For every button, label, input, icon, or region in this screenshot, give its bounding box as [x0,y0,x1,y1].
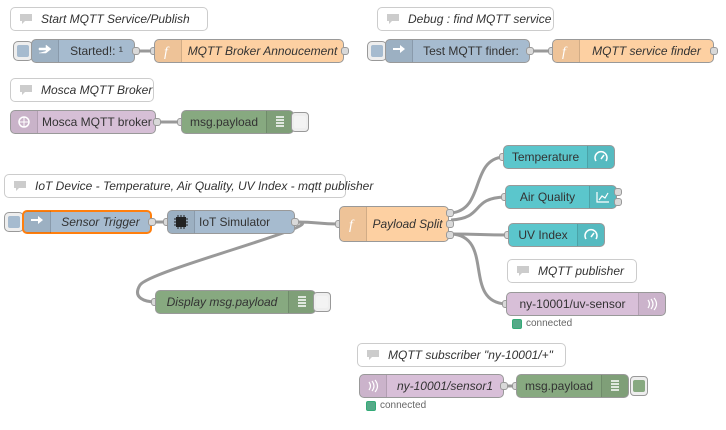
function-icon: f [155,40,182,62]
chip-icon [168,211,195,233]
comment-iot-device[interactable]: IoT Device - Temperature, Air Quality, U… [4,174,373,198]
wire-sim-to-split [295,220,340,226]
output-port-2[interactable] [446,220,454,228]
debug-node-display-payload[interactable]: Display msg.payload [155,290,316,314]
comment-icon [358,343,388,367]
status-dot-icon [512,318,522,329]
mqtt-signal-icon [638,293,665,315]
output-port[interactable] [341,47,349,55]
gauge-node-temperature[interactable]: Temperature [503,145,615,169]
comment-text: Mosca MQTT Broker [41,83,153,97]
debug-toggle-button[interactable] [291,112,309,132]
node-label: Started!: ¹ [70,44,123,58]
svg-text:f: f [562,45,568,59]
status-connected: connected [366,400,426,411]
status-dot-icon [366,400,376,411]
status-text: connected [380,400,427,411]
status-text: connected [526,318,573,329]
comment-icon [378,7,408,31]
gauge-icon [577,224,604,246]
debug-list-icon [601,375,628,397]
comment-icon [508,259,538,283]
mosca-broker-node[interactable]: Mosca MQTT broker [10,110,156,134]
arrow-in-icon [386,40,413,62]
comment-text: MQTT subscriber "ny-10001/+" [388,348,553,362]
arrow-in-icon [24,211,51,233]
wire-split-to-mqtt [450,232,507,306]
svg-text:f: f [164,45,170,59]
chart-node-air-quality[interactable]: Air Quality [505,185,617,209]
node-label: Mosca MQTT broker [42,115,152,129]
wire-split-to-temperature [450,155,504,215]
chart-icon [589,186,616,208]
inject-button[interactable] [367,41,387,61]
node-label: IoT Simulator [199,215,271,229]
inject-node-test-finder[interactable]: Test MQTT finder: [385,39,530,63]
output-port[interactable] [710,47,718,55]
node-label: MQTT service finder [592,44,701,58]
node-label: ny-10001/sensor1 [396,379,494,393]
status-connected: connected [512,318,572,329]
comment-mqtt-publisher[interactable]: MQTT publisher [507,259,637,283]
output-port[interactable] [132,47,140,55]
inject-node-started[interactable]: Started!: ¹ [31,39,135,63]
comment-mosca[interactable]: Mosca MQTT Broker [10,78,154,102]
output-port[interactable] [291,218,299,226]
debug-toggle-button[interactable] [630,376,648,396]
function-node-payload-split[interactable]: f Payload Split [339,206,449,242]
output-port-1[interactable] [446,209,454,217]
comment-text: Debug : find MQTT service [408,12,552,26]
output-port[interactable] [500,382,508,390]
comment-text: IoT Device - Temperature, Air Quality, U… [35,179,374,193]
output-port[interactable] [526,47,534,55]
comment-text: MQTT publisher [538,264,625,278]
mqtt-in-node[interactable]: ny-10001/sensor1 [359,374,504,398]
node-label: msg.payload [189,115,259,129]
comment-start-mqtt[interactable]: Start MQTT Service/Publish [10,7,208,31]
comment-icon [11,78,41,102]
function-node-broker-announcement[interactable]: f MQTT Broker Annoucement [154,39,344,63]
node-label: Air Quality [519,190,576,204]
comment-debug-find[interactable]: Debug : find MQTT service [377,7,554,31]
comment-icon [5,174,35,198]
comment-icon [11,7,41,31]
debug-node-msg-payload-2[interactable]: msg.payload [516,374,629,398]
debug-list-icon [288,291,315,313]
function-icon: f [340,207,367,241]
debug-toggle-button[interactable] [313,292,331,312]
node-label: Test MQTT finder: [423,44,519,58]
broker-icon [11,111,38,133]
wire-split-to-uvindex [450,232,509,237]
inject-node-sensor-trigger[interactable]: Sensor Trigger [22,210,152,234]
mqtt-signal-icon [360,375,387,397]
node-label: Temperature [511,150,580,164]
node-label: Payload Split [372,217,443,231]
node-label: MQTT Broker Annoucement [187,44,338,58]
wire-split-to-airquality [450,195,506,222]
output-port-2[interactable] [614,198,622,206]
node-label: msg.payload [524,379,594,393]
function-node-service-finder[interactable]: f MQTT service finder [552,39,714,63]
output-port[interactable] [153,118,161,126]
arrow-in-icon [32,40,59,62]
output-port[interactable] [148,218,156,226]
gauge-icon [587,146,614,168]
comment-mqtt-subscriber[interactable]: MQTT subscriber "ny-10001/+" [357,343,566,367]
node-label: UV Index [518,228,568,242]
output-port-3[interactable] [446,231,454,239]
node-label: Sensor Trigger [61,215,140,229]
debug-list-icon [266,111,293,133]
function-icon: f [553,40,580,62]
debug-node-msg-payload[interactable]: msg.payload [181,110,294,134]
node-label: Display msg.payload [166,295,278,309]
mqtt-out-node[interactable]: ny-10001/uv-sensor [506,292,666,316]
comment-text: Start MQTT Service/Publish [41,12,190,26]
node-label: ny-10001/uv-sensor [519,297,626,311]
iot-simulator-node[interactable]: IoT Simulator [167,210,295,234]
gauge-node-uv-index[interactable]: UV Index [508,223,605,247]
inject-button[interactable] [13,41,33,61]
inject-button[interactable] [4,212,24,232]
svg-text:f: f [349,218,355,232]
output-port-1[interactable] [614,188,622,196]
